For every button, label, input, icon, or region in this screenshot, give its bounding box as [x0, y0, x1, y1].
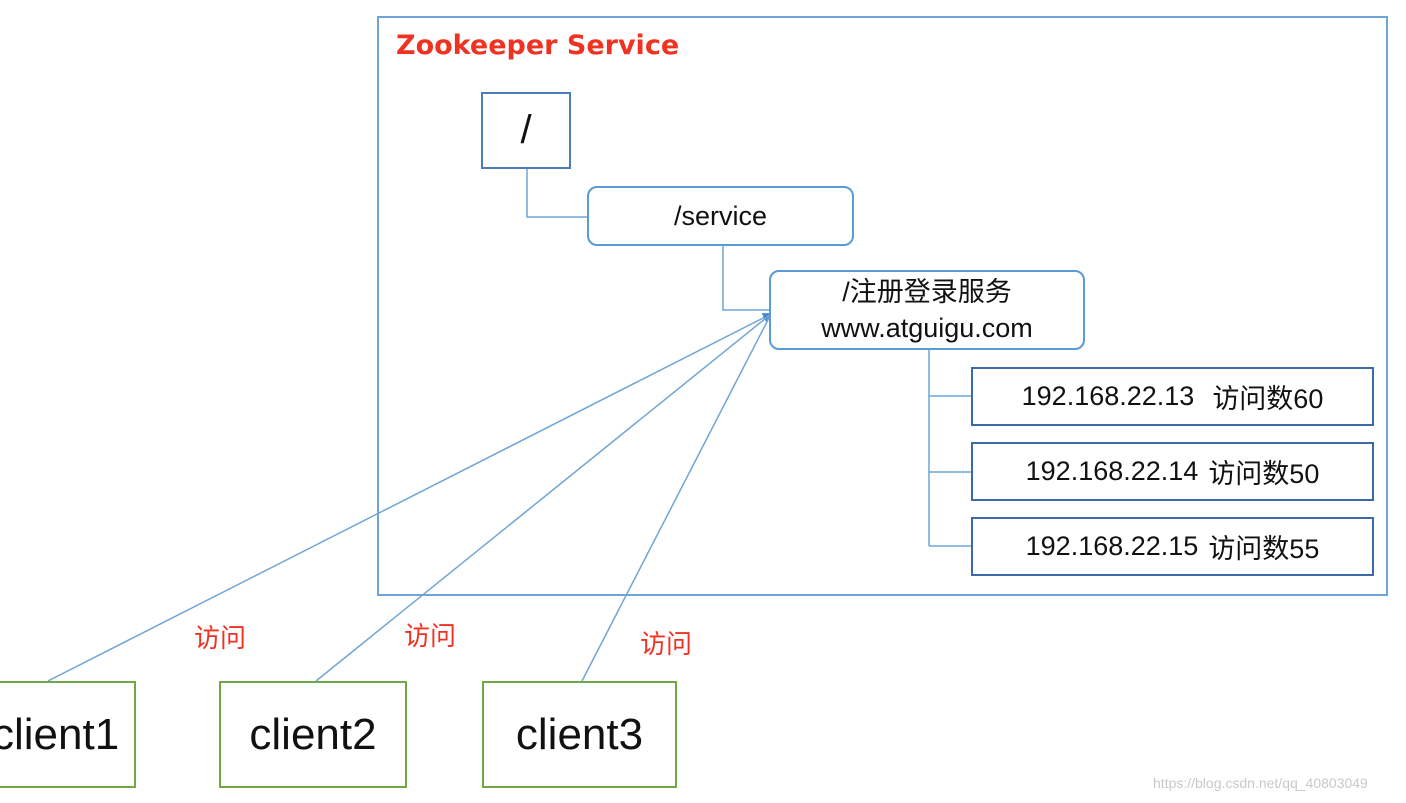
client-node-client1: client1 — [0, 681, 136, 788]
server-node: 192.168.22.14 访问数50 — [971, 442, 1374, 501]
client-name: client3 — [515, 709, 644, 759]
register-znode-domain: www.atguigu.com — [821, 313, 1033, 343]
access-line-client3 — [581, 313, 772, 682]
server-visits: 访问数50 — [1208, 459, 1320, 489]
zookeeper-service-frame — [377, 16, 1388, 596]
access-label-client2: 访问 — [404, 622, 457, 652]
client-node-client3: client3 — [482, 681, 677, 788]
connector-service-to-register — [722, 246, 769, 311]
server-ip: 192.168.22.14 — [1025, 456, 1199, 486]
root-znode: / — [481, 92, 571, 169]
server-node: 192.168.22.15 访问数55 — [971, 517, 1374, 576]
server-visits: 访问数55 — [1208, 534, 1320, 564]
client-name: client2 — [249, 709, 377, 759]
access-label-client1: 访问 — [194, 624, 247, 654]
access-line-client1 — [47, 313, 773, 682]
client-node-client2: client2 — [219, 681, 407, 788]
server-ip: 192.168.22.13 — [1021, 381, 1195, 411]
access-label-client3: 访问 — [640, 630, 693, 660]
register-znode-name: /注册登录服务 — [842, 277, 1012, 307]
server-ip: 192.168.22.15 — [1025, 531, 1199, 561]
register-login-znode: /注册登录服务 www.atguigu.com — [769, 270, 1085, 350]
server-node: 192.168.22.13 访问数60 — [971, 367, 1374, 426]
service-znode: /service — [587, 186, 854, 246]
watermark-text: https://blog.csdn.net/qq_40803049 — [1153, 775, 1368, 791]
service-title: Zookeeper Service — [396, 30, 680, 61]
connector-root-to-service — [526, 169, 587, 218]
client-name: client1 — [0, 709, 120, 759]
server-visits: 访问数60 — [1212, 384, 1324, 414]
access-line-client2 — [315, 313, 772, 682]
